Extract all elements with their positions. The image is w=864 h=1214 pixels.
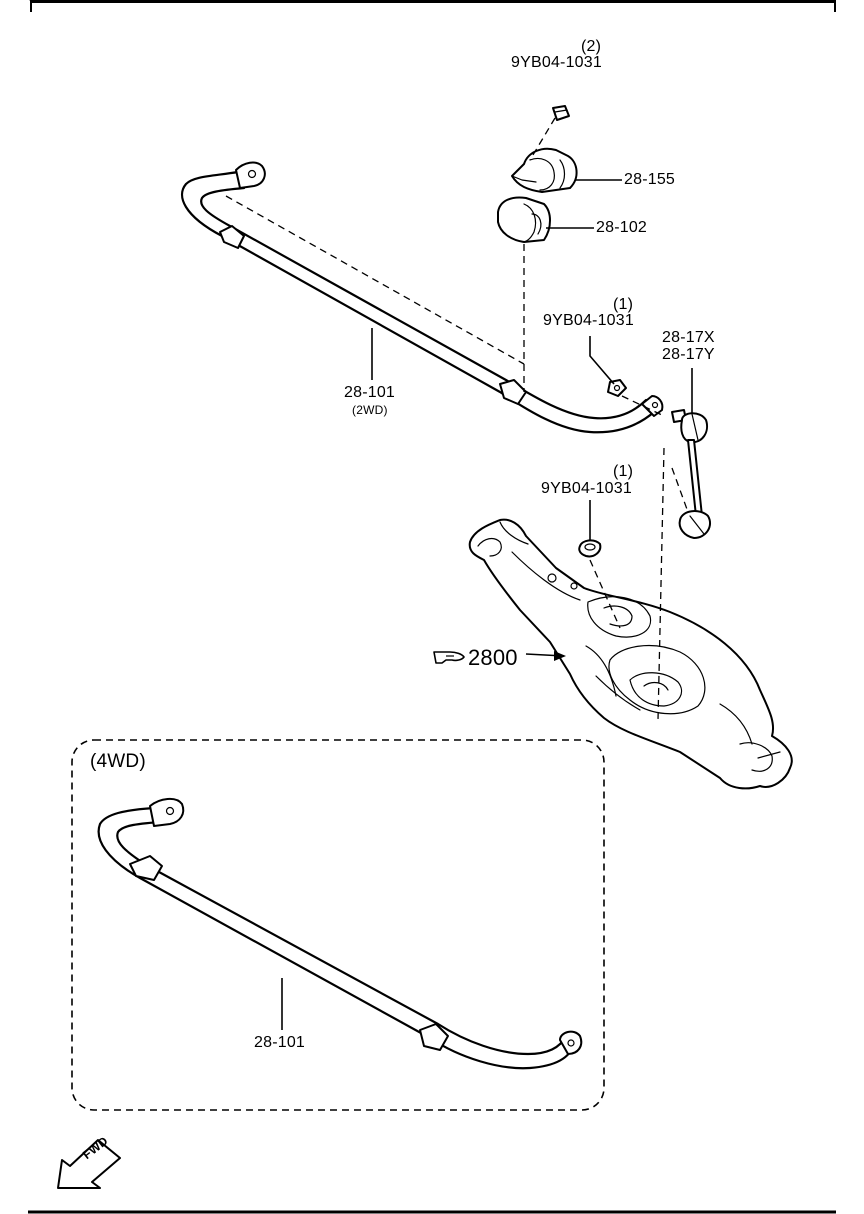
assembly-line-5 (657, 447, 665, 721)
callout-28-102: 28-102 (596, 219, 648, 236)
callout-qty-top: (2) (581, 38, 602, 55)
assembly-line-6 (589, 559, 621, 629)
assembly-line-7 (671, 467, 689, 513)
bushing-28-102 (497, 196, 551, 243)
leader-2800-arrow (554, 651, 566, 661)
inset-4wd-title: (4WD) (90, 751, 146, 772)
stabilizer-link (671, 409, 712, 539)
callout-28-17x: 28-17X (662, 329, 715, 346)
pointing-hand-icon (433, 651, 465, 664)
callout-qty-low: (1) (613, 463, 634, 480)
fwd-arrow-icon (57, 1139, 121, 1189)
bolt-top (552, 105, 570, 121)
callout-part-mid: 9YB04-1031 (543, 312, 634, 329)
nut-upper (607, 379, 627, 397)
callout-qty-mid: (1) (613, 296, 634, 313)
assembly-line-4 (621, 395, 665, 417)
callout-2wd-note: (2WD) (352, 403, 388, 417)
callout-28-101-2wd: 28-101 (344, 384, 396, 401)
inset-4wd-frame (71, 739, 605, 1111)
callout-28-155: 28-155 (624, 171, 676, 188)
assembly-line-1 (225, 195, 525, 365)
stabilizer-bar-4wd (97, 798, 583, 1070)
stabilizer-bar-2wd (181, 161, 664, 434)
lower-arm-2800 (468, 518, 793, 790)
callout-part-top: 9YB04-1031 (511, 54, 602, 71)
bracket-28-155 (511, 147, 578, 193)
callout-28-101-4wd: 28-101 (254, 1034, 306, 1051)
callout-28-17y: 28-17Y (662, 346, 715, 363)
callout-2800: 2800 (468, 645, 518, 670)
nut-lower (578, 539, 602, 558)
callout-part-low: 9YB04-1031 (541, 480, 632, 497)
assembly-line-2 (529, 117, 556, 161)
leader-9yb04-1 (589, 336, 615, 385)
